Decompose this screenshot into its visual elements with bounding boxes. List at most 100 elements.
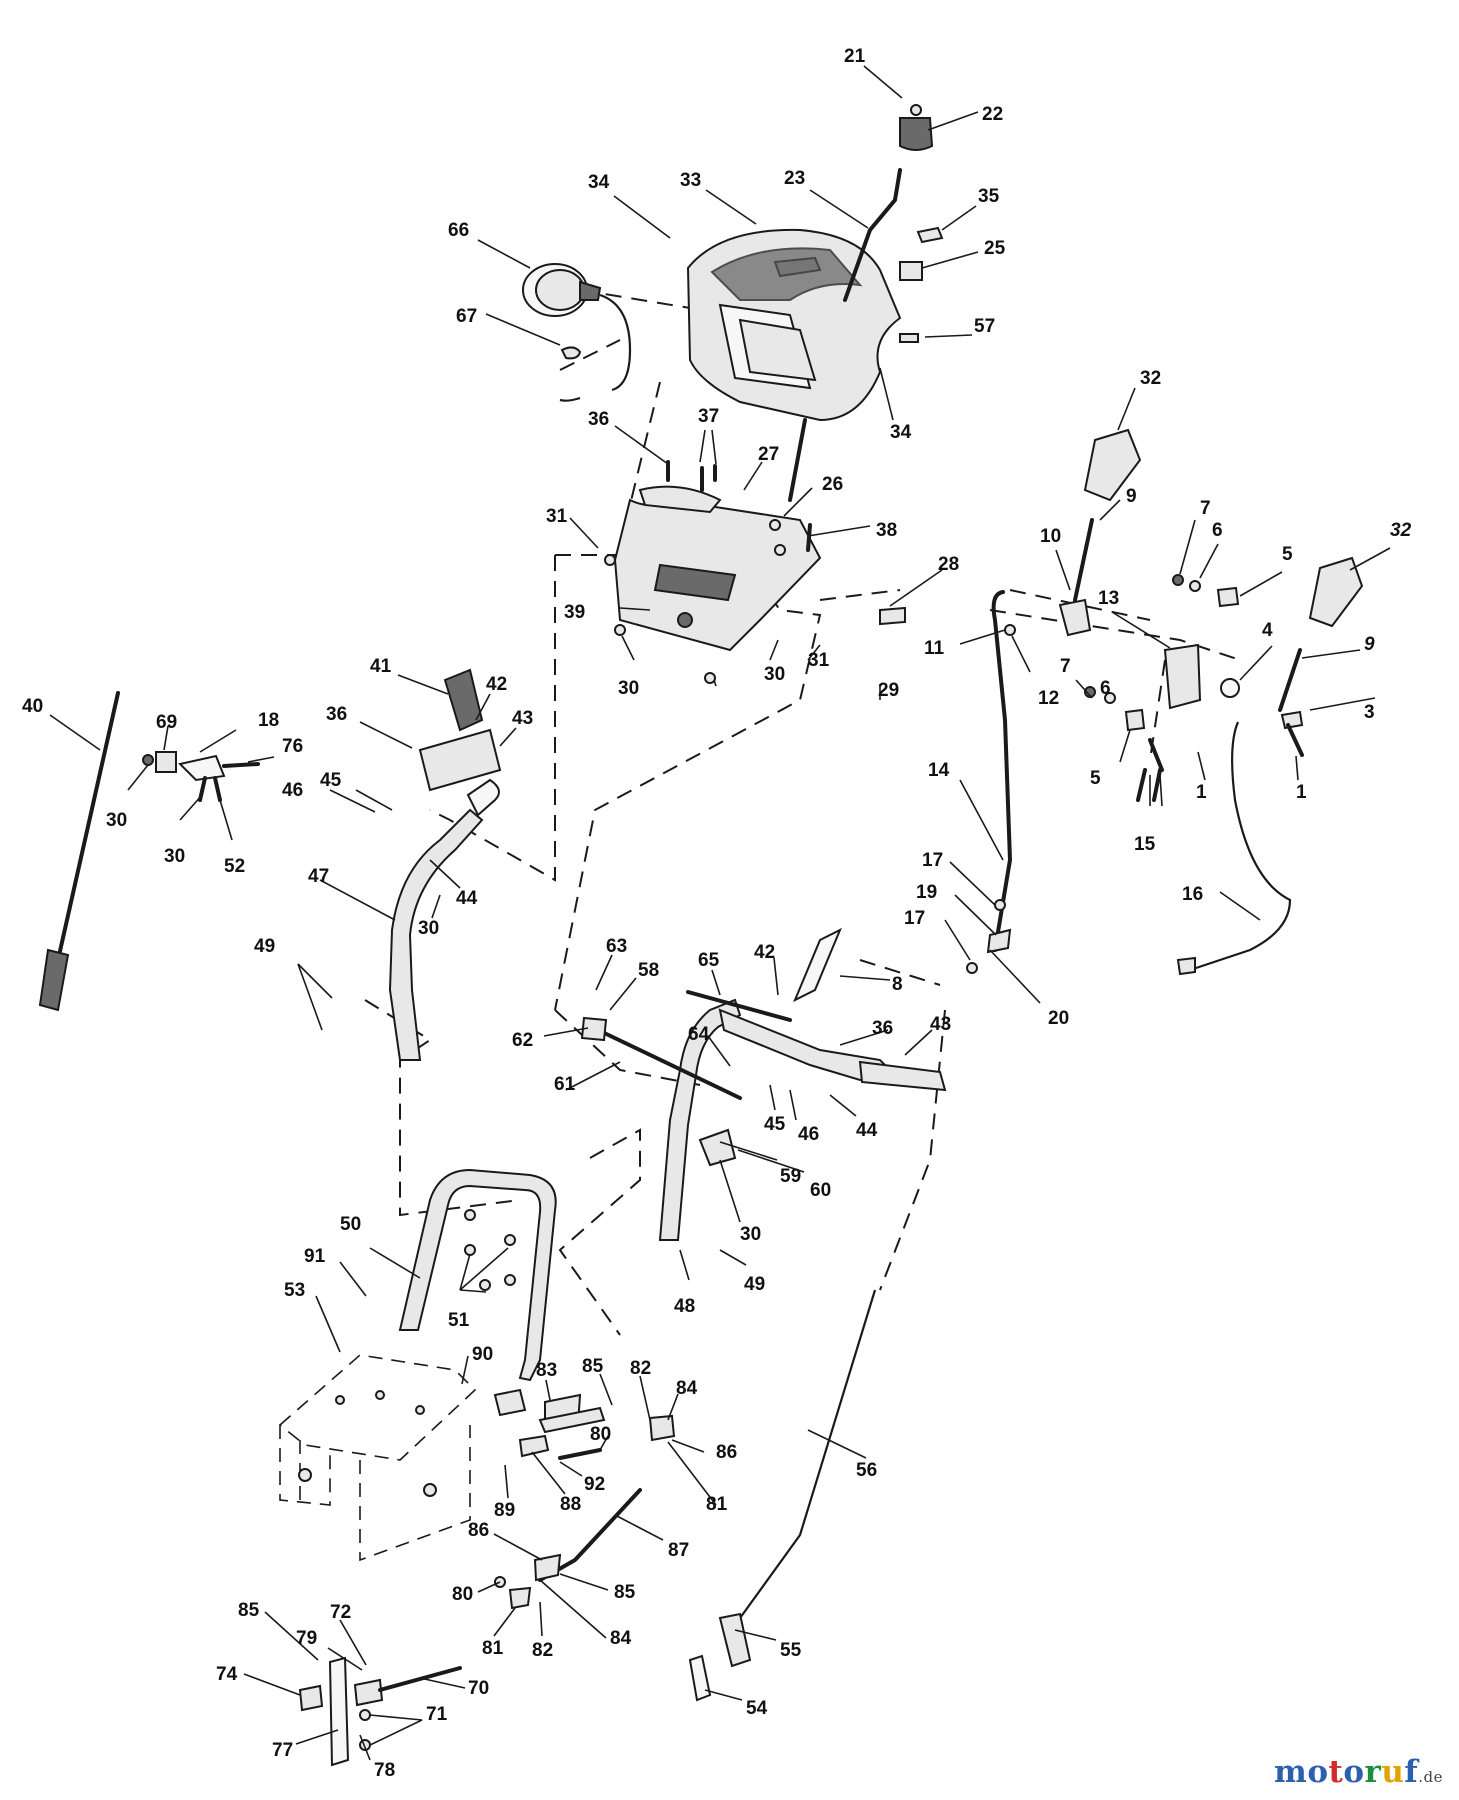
callout-label: 42 — [754, 942, 775, 963]
right-handle — [658, 927, 947, 1241]
watermark-logo: motoruf.de — [1274, 1754, 1443, 1790]
callout-label: 85 — [614, 1582, 636, 1603]
callout-label: 4 — [1262, 620, 1273, 641]
shift-rod-assembly — [788, 104, 934, 502]
callout-label: 25 — [984, 238, 1006, 259]
watermark-suffix: .de — [1418, 1768, 1443, 1786]
callout-label: 36 — [588, 409, 609, 430]
callout-label: 22 — [982, 104, 1003, 125]
callout-label: 66 — [448, 220, 469, 241]
callout-label: 86 — [468, 1520, 489, 1541]
callout-label: 49 — [254, 936, 275, 957]
callout-label: 17 — [922, 850, 943, 871]
watermark-letter: o — [1307, 1754, 1329, 1790]
callout-label: 76 — [282, 736, 303, 757]
callout-label: 36 — [326, 704, 347, 725]
console-hardware — [604, 460, 906, 684]
callout-label: 12 — [1038, 688, 1059, 709]
rod-40 — [38, 691, 120, 1012]
watermark-letter: f — [1404, 1754, 1419, 1790]
cable-16 — [1176, 721, 1292, 976]
springs-and-nuts — [1084, 574, 1304, 802]
callout-label: 80 — [590, 1424, 611, 1445]
callout-label: 88 — [560, 1494, 581, 1515]
callout-label: 29 — [878, 680, 899, 701]
callout-label: 33 — [680, 170, 701, 191]
callout-label: 3 — [1364, 702, 1375, 723]
chute-cable — [688, 1289, 877, 1702]
callout-label: 69 — [156, 712, 177, 733]
console-bracket — [613, 485, 822, 652]
callout-label: 6 — [1212, 520, 1223, 541]
shift-rod-14 — [966, 590, 1016, 974]
callout-label: 21 — [844, 46, 866, 67]
callout-label: 53 — [284, 1280, 305, 1301]
dashboard-panel — [686, 228, 902, 422]
panel-small-parts — [899, 226, 944, 343]
callout-label: 87 — [668, 1540, 689, 1561]
callout-label: 30 — [764, 664, 785, 685]
callout-label: 10 — [1040, 526, 1061, 547]
callout-label: 47 — [308, 866, 329, 887]
callout-label: 41 — [370, 656, 392, 677]
callout-label: 81 — [482, 1638, 504, 1659]
callout-label: 81 — [706, 1494, 728, 1515]
callout-label: 61 — [554, 1074, 576, 1095]
callout-label: 13 — [1098, 588, 1119, 609]
watermark-letter: m — [1274, 1754, 1308, 1790]
callout-label: 92 — [584, 1474, 605, 1495]
callout-label: 30 — [106, 810, 127, 831]
right-grip-32b — [1308, 556, 1364, 628]
callout-label: 11 — [924, 638, 945, 659]
callout-label: 70 — [468, 1678, 489, 1699]
headlight — [522, 263, 632, 392]
callout-label: 38 — [876, 520, 897, 541]
callout-label: 43 — [512, 708, 533, 729]
callout-label: 89 — [494, 1500, 515, 1521]
callout-label: 79 — [296, 1628, 317, 1649]
callout-label: 48 — [674, 1296, 695, 1317]
callout-label: 39 — [564, 602, 585, 623]
callout-label: 86 — [716, 1442, 737, 1463]
callout-label: 15 — [1134, 834, 1156, 855]
callout-label: 17 — [904, 908, 925, 929]
callout-label: 8 — [892, 974, 903, 995]
callout-label: 85 — [238, 1600, 260, 1621]
callout-label: 32 — [1140, 368, 1161, 389]
callout-label: 16 — [1182, 884, 1203, 905]
callout-label: 34 — [890, 422, 912, 443]
callout-label: 83 — [536, 1360, 557, 1381]
rods-61-65 — [580, 990, 792, 1100]
callout-label: 54 — [746, 1698, 768, 1719]
callout-label: 46 — [282, 780, 303, 801]
callout-label: 62 — [512, 1030, 533, 1051]
callout-label: 51 — [448, 1310, 470, 1331]
watermark-letter: u — [1381, 1754, 1405, 1790]
callout-label: 43 — [930, 1014, 951, 1035]
callout-label: 32 — [1390, 520, 1412, 541]
callout-label: 57 — [974, 316, 995, 337]
callout-label: 82 — [532, 1640, 553, 1661]
chute-lever-parts — [493, 1388, 676, 1610]
callout-label: 9 — [1364, 634, 1375, 655]
callout-label: 19 — [916, 882, 937, 903]
callout-label: 1 — [1296, 782, 1307, 803]
callout-label: 23 — [784, 168, 805, 189]
callout-label: 31 — [808, 650, 830, 671]
callout-label: 7 — [1060, 656, 1071, 677]
callout-label: 35 — [978, 186, 1000, 207]
callout-label: 82 — [630, 1358, 651, 1379]
callout-label: 44 — [456, 888, 478, 909]
callout-label: 72 — [330, 1602, 351, 1623]
callout-label: 34 — [588, 172, 610, 193]
callout-label: 7 — [1200, 498, 1211, 519]
lower-handle-frame — [398, 1168, 557, 1382]
watermark-letter: o — [1343, 1754, 1365, 1790]
bracket-69-18-76 — [142, 751, 260, 802]
callout-label: 59 — [780, 1166, 801, 1187]
callout-label: 50 — [340, 1214, 361, 1235]
callout-label: 74 — [216, 1664, 238, 1685]
callout-label: 60 — [810, 1180, 831, 1201]
callout-label: 27 — [758, 444, 779, 465]
